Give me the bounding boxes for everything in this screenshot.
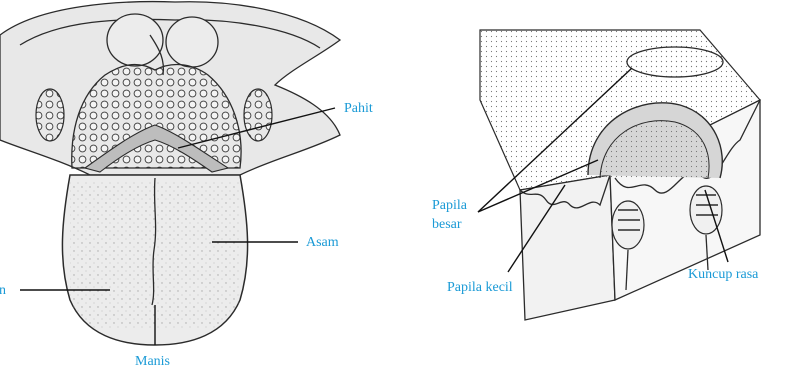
tonsil-right — [244, 89, 272, 141]
label-asam: Asam — [306, 235, 339, 250]
tonsil-left — [36, 89, 64, 141]
label-papila-besar-1: Papila — [432, 198, 468, 213]
label-asin-partial: n — [0, 283, 6, 298]
label-papila-kecil: Papila kecil — [447, 280, 513, 295]
papila-besar-top — [627, 47, 723, 77]
label-manis: Manis — [135, 354, 170, 369]
epiglottis-left — [107, 14, 163, 66]
label-papila-besar-2: besar — [432, 217, 462, 232]
block-front-face — [520, 175, 615, 320]
label-pahit: Pahit — [344, 101, 373, 116]
tongue-illustration — [0, 2, 340, 345]
label-kuncup-rasa: Kuncup rasa — [688, 267, 759, 282]
epiglottis-right — [166, 17, 218, 67]
